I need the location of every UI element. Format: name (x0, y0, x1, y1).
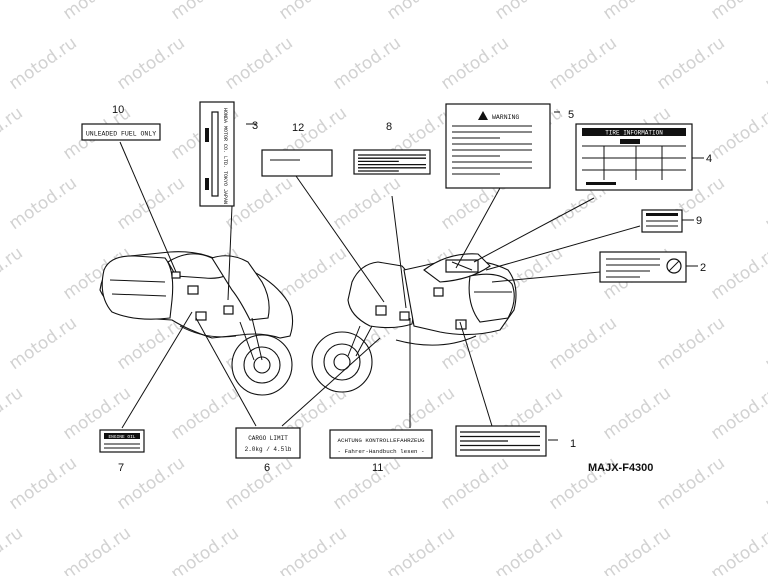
label-5-warning: WARNING (445, 103, 551, 189)
watermark-text: motod.ru (5, 453, 80, 514)
watermark-text: motod.ru (167, 0, 242, 24)
watermark-text: motod.ru (599, 383, 674, 444)
callout-10: 10 (112, 104, 124, 116)
callout-6: 6 (264, 462, 270, 474)
watermark-text: motod.ru (329, 33, 404, 94)
watermark-text: motod.ru (707, 0, 768, 24)
label-1 (455, 425, 547, 457)
motorcycle-left (99, 251, 294, 396)
callout-8: 8 (386, 121, 392, 133)
callout-3: 3 (252, 120, 258, 132)
watermark-text: motod.ru (437, 33, 512, 94)
watermark-text: motod.ru (0, 103, 27, 164)
watermark-text: motod.ru (167, 523, 242, 576)
label-11-achtung: ACHTUNG KONTROLLEFAHRZEUG - Fahrer-Handb… (329, 429, 433, 459)
label-8 (353, 149, 431, 175)
watermark-text: motod.ru (545, 33, 620, 94)
label-tank-text: HONDA MOTOR CO. LTD. TOKYO JAPAN (222, 108, 228, 204)
label-10-unleaded: UNLEADED FUEL ONLY (81, 123, 161, 141)
label-9 (641, 209, 683, 233)
label-6-cargo: CARGO LIMIT 2.0kg / 4.5lb (235, 427, 301, 459)
label-7-text: ENGINE OIL (108, 434, 135, 440)
watermark-text: motod.ru (383, 523, 458, 576)
watermark-text: motod.ru (221, 33, 296, 94)
watermark-text: motod.ru (437, 453, 512, 514)
callout-4: 4 (706, 153, 712, 165)
watermark-text: motod.ru (491, 0, 566, 24)
callout-11: 11 (372, 462, 383, 474)
watermark-text: motod.ru (0, 0, 27, 24)
watermark-text: motod.ru (5, 173, 80, 234)
watermark-text: motod.ru (599, 0, 674, 24)
callout-7: 7 (118, 462, 124, 474)
callout-9: 9 (696, 215, 702, 227)
watermark-text: motod.ru (707, 383, 768, 444)
watermark-text: motod.ru (221, 453, 296, 514)
watermark-text: motod.ru (5, 313, 80, 374)
watermark-text: motod.ru (0, 383, 27, 444)
watermark-text: motod.ru (653, 453, 728, 514)
watermark-text: motod.ru (653, 313, 728, 374)
watermark-text: motod.ru (113, 173, 188, 234)
label-7: ENGINE OIL (99, 429, 145, 453)
callout-12: 12 (292, 122, 304, 134)
watermark-text: motod.ru (491, 523, 566, 576)
leader-lines (119, 111, 704, 441)
callout-5: 5 (568, 109, 574, 121)
watermark-text: motod.ru (761, 313, 768, 374)
label-4-tire: TIRE INFORMATION (575, 123, 693, 191)
watermark-text: motod.ru (0, 523, 27, 576)
watermark-text: motod.ru (59, 523, 134, 576)
callout-numbers: 1 2 3 4 5 6 7 8 9 10 11 12 (112, 104, 712, 474)
label-12 (261, 149, 333, 177)
watermark-text: motod.ru (545, 313, 620, 374)
watermark-text: motod.ru (167, 383, 242, 444)
watermark-text: motod.ru (275, 0, 350, 24)
watermark-text: motod.ru (59, 0, 134, 24)
watermark-text: motod.ru (329, 173, 404, 234)
watermark-text: motod.ru (5, 33, 80, 94)
label-cargo-line2: 2.0kg / 4.5lb (245, 446, 292, 453)
watermark-text: motod.ru (599, 523, 674, 576)
label-warning-text: WARNING (492, 114, 519, 121)
watermark-text: motod.ru (707, 243, 768, 304)
watermark-text: motod.ru (707, 523, 768, 576)
label-achtung-line2: - Fahrer-Handbuch lesen - (338, 448, 425, 455)
callout-2: 2 (700, 262, 706, 274)
label-cargo-line1: CARGO LIMIT (248, 435, 288, 442)
watermark-text: motod.ru (275, 243, 350, 304)
watermark-text: motod.ru (761, 173, 768, 234)
watermark-text: motod.ru (761, 33, 768, 94)
watermark-text: motod.ru (653, 33, 728, 94)
watermark-text: motod.ru (113, 453, 188, 514)
callout-1: 1 (570, 438, 576, 450)
watermark-text: motod.ru (707, 103, 768, 164)
watermark-text: motod.ru (113, 33, 188, 94)
watermark-text: motod.ru (275, 523, 350, 576)
watermark-text: motod.ru (329, 453, 404, 514)
label-3-plate: HONDA MOTOR CO. LTD. TOKYO JAPAN (199, 101, 235, 207)
label-2 (599, 251, 687, 283)
watermark-text: motod.ru (761, 453, 768, 514)
label-unleaded-text: UNLEADED FUEL ONLY (86, 131, 156, 138)
diagram-code: MAJX-F4300 (588, 462, 653, 474)
watermark-text: motod.ru (383, 0, 458, 24)
label-tire-text: TIRE INFORMATION (605, 130, 663, 137)
label-achtung-line1: ACHTUNG KONTROLLEFAHRZEUG (338, 437, 425, 444)
watermark-text: motod.ru (0, 243, 27, 304)
